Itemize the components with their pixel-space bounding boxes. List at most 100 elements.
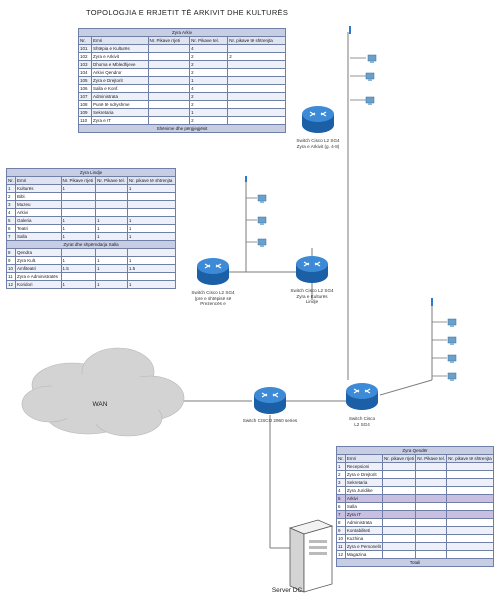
table-cell: 106 — [77, 84, 93, 93]
table-cell: 10 — [5, 264, 17, 273]
table-cell — [147, 108, 191, 117]
table-cell: Shënime dhe përgjegjësit — [78, 124, 286, 133]
table-cell: 1 — [126, 280, 177, 289]
table-cell: 104 — [77, 68, 93, 77]
table-cell: 1 — [60, 256, 97, 265]
table-cell: 2 — [336, 470, 346, 479]
device-group-right — [431, 298, 457, 381]
table-cell: Totali — [336, 558, 494, 567]
table-cell: 5 — [5, 216, 17, 225]
table-cell — [415, 502, 448, 511]
table-cell: Koridori — [15, 280, 62, 289]
table-cell — [446, 478, 494, 487]
table-cell — [126, 248, 177, 257]
table-cell: 2 — [189, 52, 229, 61]
table-cell — [227, 84, 286, 93]
table-cell: 2 — [227, 52, 286, 61]
table-cell — [446, 542, 494, 551]
table-cell — [227, 76, 286, 85]
pc-icon — [367, 54, 377, 63]
table-cell — [126, 272, 177, 281]
table-cell: 1 — [189, 108, 229, 117]
table-header-row: Zyra Arkiv — [78, 28, 286, 37]
table-cell: Zyra Arkiv — [78, 28, 286, 37]
table-cell — [382, 534, 417, 543]
table-cell: Zyra e Drejtorit — [344, 470, 384, 479]
table-cell: 1 — [60, 224, 97, 233]
device-group-left — [245, 176, 267, 247]
table-cell: 12 — [5, 280, 17, 289]
table-cell — [147, 76, 191, 85]
table-cell: Nr. Pikave rrjeti — [60, 176, 97, 185]
table-cell — [415, 550, 448, 559]
table-cell: Punë të ndryshme — [91, 100, 149, 109]
table-cell — [95, 200, 128, 209]
page-title: TOPOLOGJIA E RRJETIT TË ARKIVIT DHE KULT… — [86, 8, 289, 17]
table-cell: 7 — [336, 510, 346, 519]
table-cell — [382, 486, 417, 495]
table-cell — [446, 486, 494, 495]
table-cell — [126, 208, 177, 217]
table-cell: Nr. pikave të shtrenjta — [126, 176, 177, 185]
table-cell: 1 — [189, 76, 229, 85]
switch-label-bottom: Switch CISCO 2960 series — [242, 418, 298, 423]
table-cell: 9 — [5, 256, 17, 265]
table-cell: Zyra e Administratës — [15, 272, 62, 281]
table-cell — [382, 502, 417, 511]
table-cell: 1 — [95, 280, 128, 289]
table-cell: Dhoma e Mbledhjeve — [91, 60, 149, 69]
switch-icon-top — [302, 106, 334, 133]
table-cell — [382, 550, 417, 559]
table-footer-row: Shënime dhe përgjegjësit — [78, 124, 286, 133]
table-section-row: Zyrat dhe shpërndarja Salla — [6, 240, 176, 249]
wan-cloud — [21, 347, 185, 437]
table-cell — [126, 192, 177, 201]
table-cell: 2 — [189, 92, 229, 101]
pc-icon — [447, 318, 457, 327]
table-cell — [415, 542, 448, 551]
table-cell — [382, 518, 417, 527]
table-cell: 1 — [60, 280, 97, 289]
device-group-top — [349, 26, 377, 105]
table-cell — [147, 52, 191, 61]
table-cell — [446, 534, 494, 543]
table-cell — [147, 84, 191, 93]
table-cell: Nr. Pikave tel. — [189, 36, 229, 45]
table-cell: 4 — [336, 486, 346, 495]
table-cell: Emri — [15, 176, 62, 185]
table-cell: 102 — [77, 52, 93, 61]
table-cell — [415, 534, 448, 543]
table-cell: Nr. Pikave tel. — [415, 454, 448, 463]
pc-icon — [257, 194, 267, 203]
table-cell: Zyra e Drejtorit — [91, 76, 149, 85]
table-cell: Shtëpia e Kulturës — [91, 44, 149, 53]
table-cell — [60, 272, 97, 281]
table-cell: Zyra Lindje — [6, 168, 176, 177]
switch-icon-bottom — [254, 387, 286, 414]
table-cell: Nr. — [77, 36, 93, 45]
table-cell — [147, 92, 191, 101]
table-cell — [227, 92, 286, 101]
switch-label-left: Switch Cisco L2 SG4 (pre e shtëpisë së P… — [191, 290, 235, 307]
table-cell — [382, 526, 417, 535]
table-cell: 3 — [336, 478, 346, 487]
table-cell — [415, 510, 448, 519]
pc-icon — [257, 216, 267, 225]
table-cell: Bibl. — [15, 192, 62, 201]
table-cell: Emri — [344, 454, 384, 463]
table-cell — [382, 542, 417, 551]
pc-icon — [447, 354, 457, 363]
table-cell: 4 — [5, 208, 17, 217]
table-cell — [382, 462, 417, 471]
